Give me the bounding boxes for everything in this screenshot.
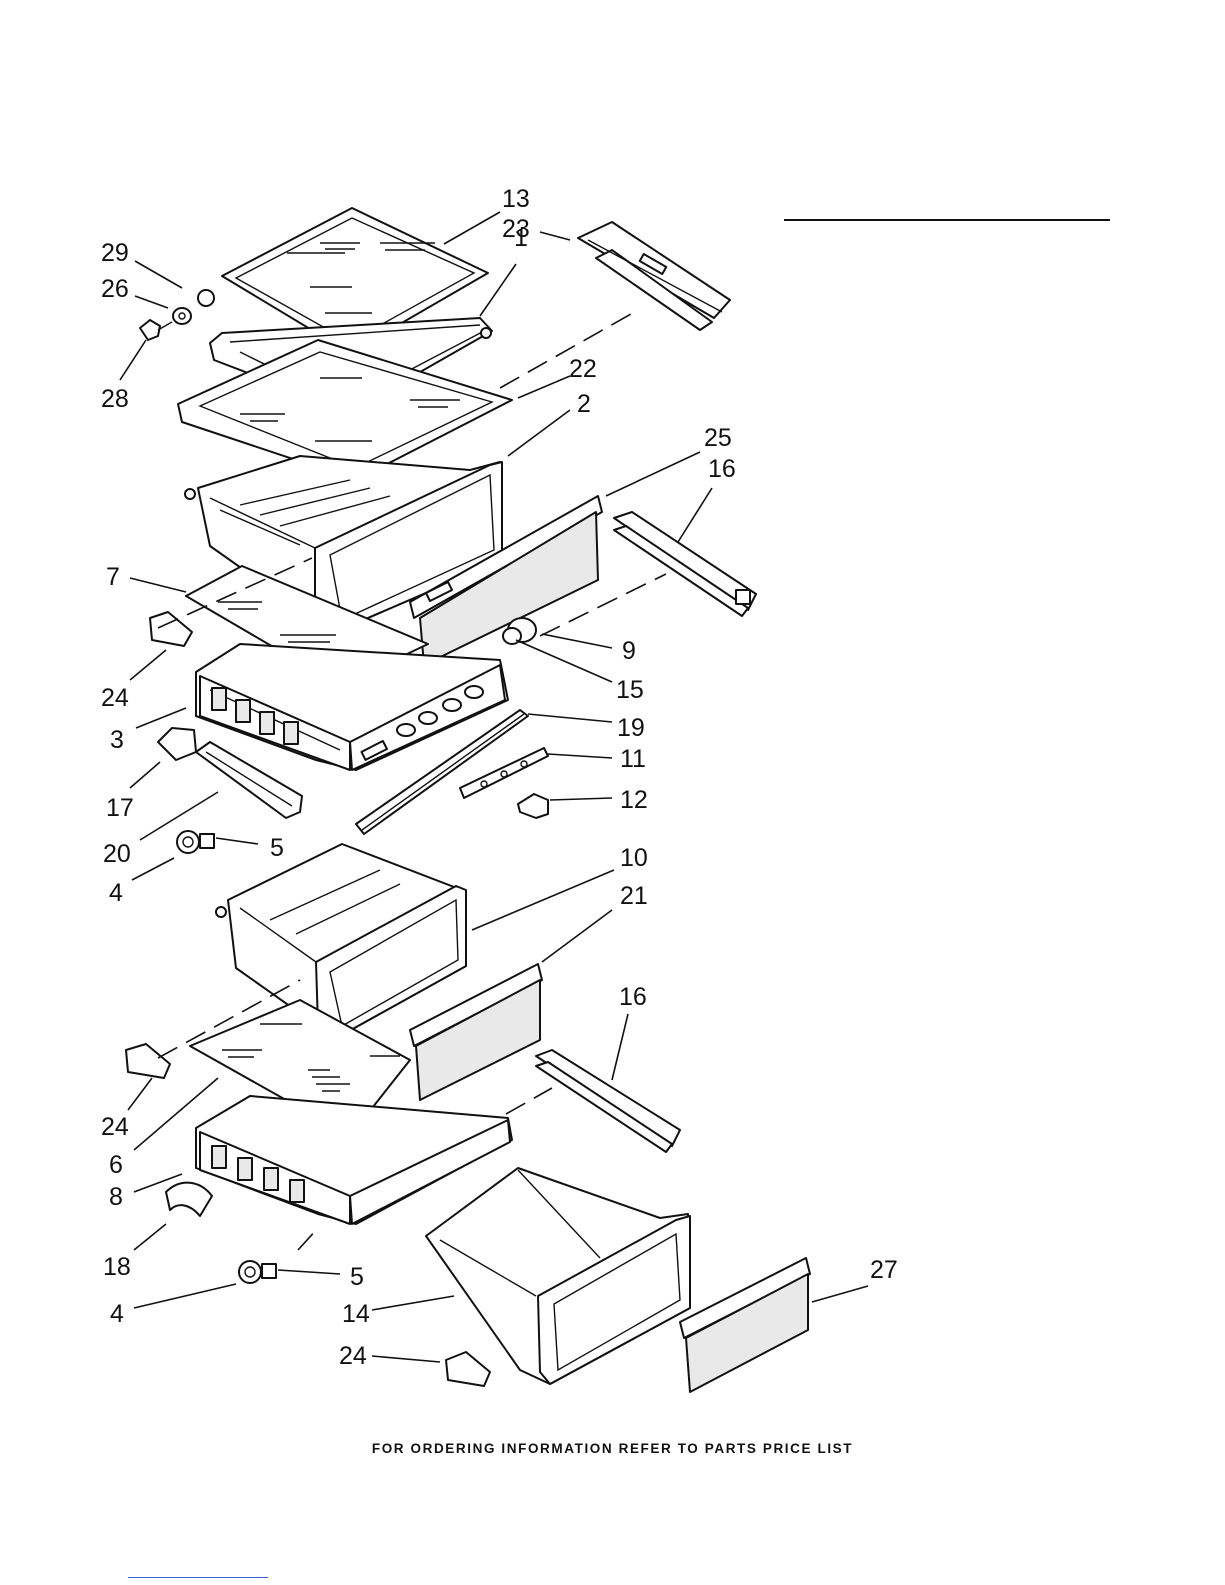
divider-cover-part <box>196 742 302 818</box>
callout-4-upper: 4 <box>109 879 123 907</box>
slide-rail-part <box>578 222 730 330</box>
drawer-slide-lower-part <box>536 1050 680 1152</box>
callout-16-lower: 16 <box>619 983 647 1011</box>
bracket-middle-part <box>126 1044 170 1078</box>
callout-27: 27 <box>870 1256 898 1284</box>
callout-7: 7 <box>106 563 120 591</box>
ordering-info-footer: FOR ORDERING INFORMATION REFER TO PARTS … <box>0 1441 1225 1456</box>
callout-2: 2 <box>577 390 591 418</box>
callout-11: 11 <box>620 745 646 773</box>
washer-part <box>173 308 191 324</box>
end-cap-lower-part <box>166 1183 212 1216</box>
callout-14: 14 <box>342 1300 370 1328</box>
callout-24-middle: 24 <box>101 1113 129 1141</box>
bottom-link-underline[interactable] <box>128 1577 268 1578</box>
callout-9: 9 <box>622 637 636 665</box>
callout-15: 15 <box>616 676 644 704</box>
callout-8: 8 <box>109 1183 123 1211</box>
bracket-upper-part <box>150 612 192 646</box>
callout-3: 3 <box>110 726 124 754</box>
callout-12: 12 <box>620 786 648 814</box>
callout-24-lower: 24 <box>339 1342 367 1370</box>
crisper-drawer-lower-part <box>216 844 466 1036</box>
callout-13: 13 <box>502 185 530 213</box>
callout-21: 21 <box>620 882 648 910</box>
callout-22: 22 <box>569 355 597 383</box>
roller-upper-part <box>177 831 214 853</box>
callout-18: 18 <box>103 1253 131 1281</box>
callout-5-upper: 5 <box>270 834 284 862</box>
callout-1: 1 <box>514 224 528 252</box>
callout-6: 6 <box>109 1151 123 1179</box>
callout-29: 29 <box>101 239 129 267</box>
callout-17: 17 <box>106 794 134 822</box>
callout-4-lower: 4 <box>110 1300 124 1328</box>
callout-19: 19 <box>617 714 645 742</box>
drawer-slide-upper-part <box>614 512 756 616</box>
callout-26: 26 <box>101 275 129 303</box>
callout-20: 20 <box>103 840 131 868</box>
end-cap-part <box>158 728 196 760</box>
callout-5-lower: 5 <box>350 1263 364 1291</box>
callout-25: 25 <box>704 424 732 452</box>
roller-lower-part <box>239 1261 276 1283</box>
spacer-part <box>198 290 214 306</box>
callout-10: 10 <box>620 844 648 872</box>
crisper-frame-lower-part <box>196 1096 512 1224</box>
callout-16-upper: 16 <box>708 455 736 483</box>
drawer-front-trim-bottom-part <box>680 1258 810 1392</box>
callout-28: 28 <box>101 385 129 413</box>
screw-part <box>140 320 172 340</box>
control-knob-part <box>518 794 548 818</box>
bracket-lower-part <box>446 1352 490 1386</box>
callout-24-upper: 24 <box>101 684 129 712</box>
